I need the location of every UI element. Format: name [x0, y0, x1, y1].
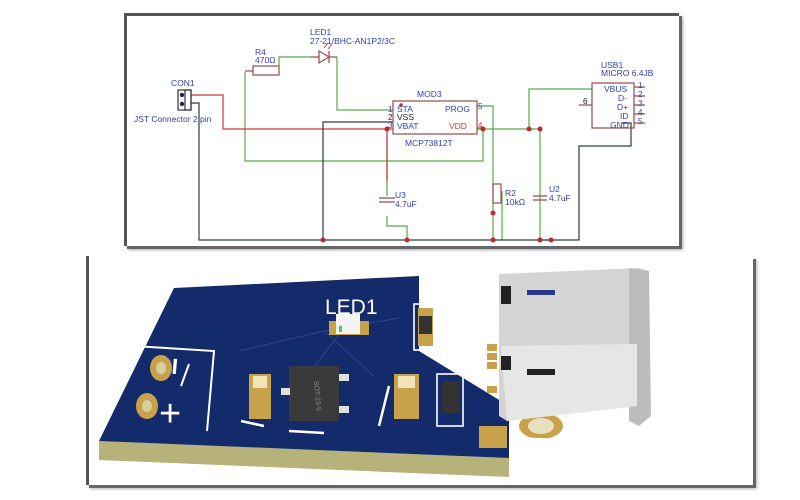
usb1-pin1-num: 1: [638, 81, 643, 90]
net-dark: [191, 102, 632, 241]
usb1-pin-vbus: VBUS: [604, 84, 627, 94]
schematic-diagram: LED1 27-21/BHC-AN1P2/3C R4 470Ω CON1 JST…: [134, 27, 654, 243]
mod3-ref: MOD3: [417, 89, 442, 99]
silk-chip: SOT-23-5: [312, 381, 322, 412]
u2-ref: U2: [549, 184, 560, 194]
u3-ref: U3: [395, 190, 406, 200]
u3-value: 4.7uF: [395, 199, 417, 209]
mod3-pin5-num: 5: [478, 102, 483, 111]
mod3-pin2-num: 2: [388, 113, 393, 122]
r-silkscreen: [436, 373, 464, 427]
ic-mod3-box: [392, 100, 478, 135]
r4-value: 470Ω: [255, 55, 276, 65]
usb1-pin5-num: 5: [638, 117, 643, 126]
usb1-pin-dplus: D+: [617, 102, 628, 112]
usb1-connector: [499, 268, 651, 426]
mod3-pin-prog: PROG: [445, 104, 470, 114]
usb1-pin-id: ID: [620, 111, 629, 121]
usb1-value: MICRO 6.4JB: [601, 68, 654, 78]
silk-r2: R2: [444, 306, 466, 332]
silk-plus: +: [159, 393, 181, 435]
mod3-chip: [289, 366, 339, 421]
con1-value: JST Connector 2 pin: [134, 114, 212, 124]
usb1-pin3-num: 3: [638, 99, 643, 108]
junctions: [320, 103, 554, 243]
r2-component: [419, 316, 432, 334]
usb1-pin-gnd: GND: [610, 120, 629, 130]
usb1-pin6-num: 6: [583, 97, 588, 106]
u2-value: 4.7uF: [549, 193, 571, 203]
led1-value: 27-21/BHC-AN1P2/3C: [310, 36, 395, 46]
net-green: [244, 56, 592, 241]
r2-ref: R2: [505, 188, 516, 198]
mod3-pin-vbat: VBAT: [397, 121, 419, 131]
capacitor-u2: [533, 195, 547, 201]
mod3-pin3-num: 3: [388, 121, 393, 130]
led1-ref: LED1: [310, 27, 332, 37]
pcb-3d-render: − + LED1 R2 SOT-23-5: [99, 268, 651, 477]
con1-pads: [136, 355, 172, 419]
mod3-value: MCP73812T: [405, 138, 453, 148]
usb1-pads: [479, 344, 507, 448]
r2-value: 10kΩ: [505, 197, 525, 207]
resistor-r4: [252, 65, 280, 76]
r4-ref: R4: [255, 47, 266, 57]
con1-ref: CON1: [171, 78, 195, 88]
pcb-3d-panel: − + LED1 R2 SOT-23-5: [86, 256, 753, 485]
led1-symbol: [311, 42, 337, 65]
con1-pins: [179, 92, 185, 107]
r2-silkscreen: [413, 303, 438, 351]
usb1-ref: USB1: [601, 60, 623, 70]
capacitor-u3: [379, 197, 395, 203]
usb1-pin2-num: 2: [638, 90, 643, 99]
mod3-pin4-num: 4: [478, 121, 483, 130]
usb1-pin4-num: 4: [638, 108, 643, 117]
mod3-pin-vss: VSS: [397, 112, 414, 122]
silk-led1: LED1: [325, 296, 378, 319]
mod3-pin1-num: 1: [388, 105, 393, 114]
resistor-r2: [492, 183, 502, 204]
mod3-pin-vdd: VDD: [449, 121, 467, 131]
net-red: [191, 94, 393, 181]
usb1-pin-dminus: D-: [618, 93, 627, 103]
board-edge: [99, 441, 509, 477]
schematic-panel: LED1 27-21/BHC-AN1P2/3C R4 470Ω CON1 JST…: [124, 13, 679, 246]
con1-silkscreen: [133, 345, 216, 432]
mod3-pin-sta: STA: [397, 104, 413, 114]
